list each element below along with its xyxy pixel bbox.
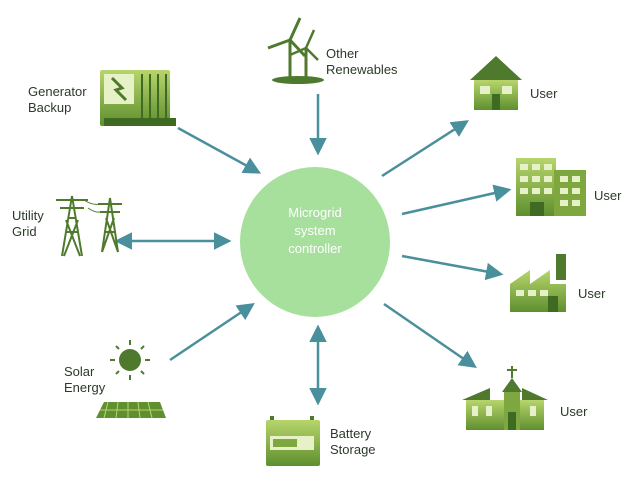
arrow-user-4 — [383, 302, 477, 368]
battery-storage-label: Battery Storage — [330, 426, 376, 457]
arrow-user-1 — [381, 120, 469, 178]
controller-hub — [240, 167, 390, 317]
solar-energy-label: Solar Energy — [64, 364, 106, 395]
arrow-generator — [177, 126, 262, 174]
house-icon — [470, 56, 522, 110]
factory-icon — [510, 254, 566, 312]
controller-label: Microgrid system controller — [288, 205, 342, 256]
transmission-tower-icon — [56, 195, 122, 257]
arrow-user-3 — [401, 254, 504, 281]
solar-panel-icon — [96, 340, 166, 419]
user-label-3: User — [578, 286, 606, 301]
arrow-user-2 — [401, 184, 512, 216]
user-label-1: User — [530, 86, 558, 101]
user-label-4: User — [560, 404, 588, 419]
generator-icon — [100, 70, 176, 126]
office-building-icon — [516, 158, 586, 216]
church-icon — [462, 366, 548, 430]
other-renewables-label: Other Renewables — [326, 46, 398, 77]
user-label-2: User — [594, 188, 622, 203]
generator-backup-label: Generator Backup — [28, 84, 87, 115]
arrow-solar — [169, 303, 255, 362]
utility-grid-label: Utility Grid — [12, 208, 44, 239]
connection-arrows — [114, 94, 512, 406]
wind-turbine-icon — [267, 17, 324, 84]
battery-icon — [266, 416, 320, 466]
